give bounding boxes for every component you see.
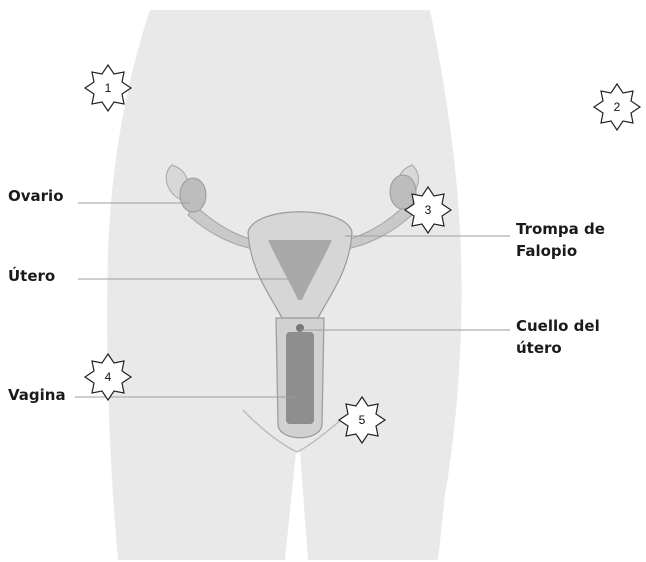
marker-number: 1 [105, 81, 112, 95]
marker-number: 2 [614, 100, 621, 114]
label-cuello-line2: útero [516, 338, 562, 358]
cervix-os [296, 324, 304, 332]
marker-3: 3 [405, 187, 451, 233]
marker-number: 5 [359, 413, 366, 427]
label-trompa-line1: Trompa de [516, 219, 605, 239]
vaginal-lumen [286, 332, 314, 424]
marker-number: 4 [105, 370, 112, 384]
ovary-left [180, 178, 206, 212]
marker-number: 3 [425, 203, 432, 217]
marker-5: 5 [339, 397, 385, 443]
label-ovario: Ovario [8, 186, 64, 206]
label-utero: Útero [8, 266, 55, 286]
label-vagina: Vagina [8, 385, 66, 405]
marker-4: 4 [85, 354, 131, 400]
marker-1: 1 [85, 65, 131, 111]
label-cuello-line1: Cuello del [516, 316, 600, 336]
label-trompa-line2: Falopio [516, 241, 577, 261]
ovary-right [390, 175, 416, 209]
marker-2: 2 [594, 84, 640, 130]
